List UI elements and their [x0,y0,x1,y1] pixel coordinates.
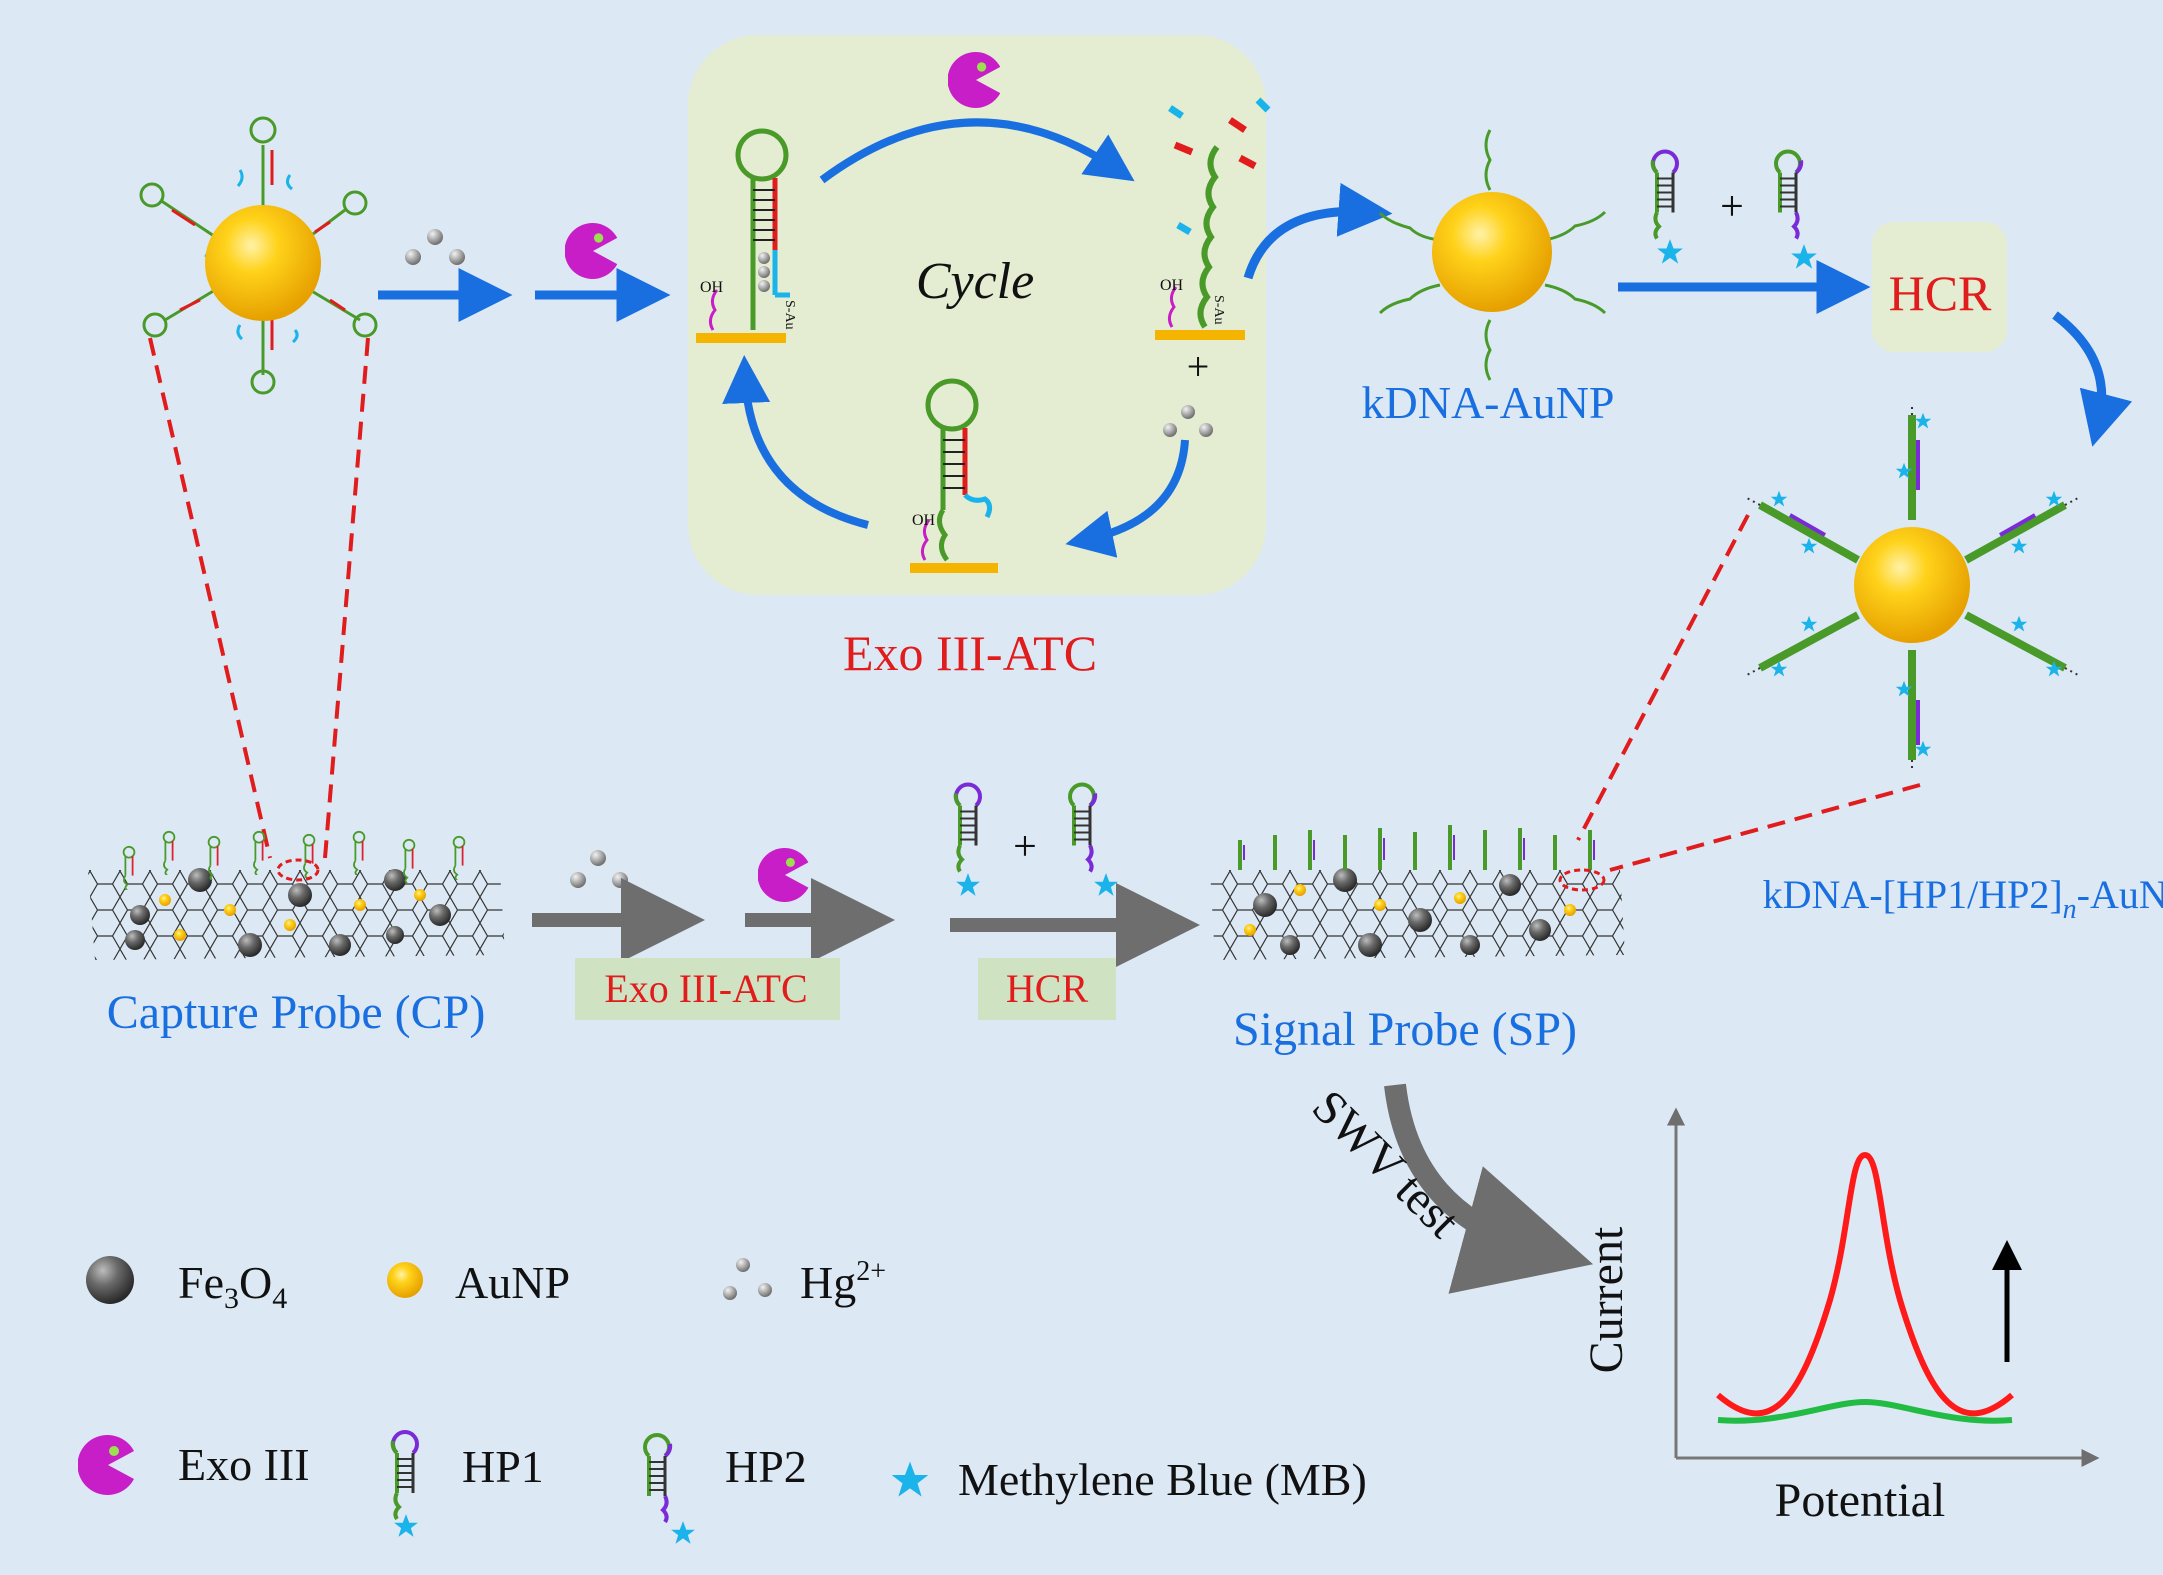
swv-label: SWV test [1302,1080,1470,1248]
legend-hg: Hg2+ [800,1256,886,1308]
legend-fe3o4: Fe3O4 [178,1257,287,1315]
plot-xlabel: Potential [1775,1474,1946,1527]
exo-atc-bottom-label: Exo III-ATC [604,966,807,1011]
methylene-blue-icon-top-2 [1791,244,1817,269]
signal-curve [1716,1151,2014,1417]
exo-iii-icon-top [565,223,618,279]
oh-label-bottom: OH [912,512,936,529]
legend-aunp: AuNP [455,1257,570,1308]
aunp-icon [387,1262,423,1298]
fe3o4-icon [86,1256,134,1304]
methylene-blue-icon-legend [891,1461,929,1497]
hcr-box-top [1872,222,2007,352]
signal-probe-label: Signal Probe (SP) [1233,1003,1577,1056]
sau-label-left: S-Au [782,300,797,330]
legend: Fe3O4 AuNP Hg2+ Exo III HP1 HP2 Methylen… [78,1256,1367,1544]
legend-exo: Exo III [178,1439,310,1490]
exo-iii-icon-bottom [758,848,809,902]
exo-atc-box-bottom [575,958,840,1020]
capture-aunp-cluster [139,116,378,395]
hp1-icon-top [1653,152,1677,239]
methylene-blue-icon-bottom-2 [1094,873,1118,896]
legend-hp1: HP1 [462,1441,544,1492]
sau-label-right: S-Au [1211,295,1226,325]
plot-ylabel: Current [1580,1226,1633,1373]
signal-probe-sheet [1210,825,1625,960]
oh-label-left: OH [700,279,724,296]
methylene-blue-icon-bottom-1 [956,873,980,896]
kdna-aunp-particle [1378,129,1607,381]
plus-bottom: + [1013,824,1037,870]
capture-probe-label: Capture Probe (CP) [107,986,486,1039]
swv-plot: Current Potential [1580,1107,2100,1527]
kdna-aunp-label: kDNA-AuNP [1362,377,1615,428]
exo-atc-cycle-panel: Cycle OH S-Au OH S-Au + OH [688,35,1271,595]
hcr-box-bottom [978,958,1116,1020]
hg-ions-bottom [570,850,628,888]
arrow-hcr-down [2052,311,2133,447]
methylene-blue-icon-top-1 [1657,239,1683,264]
arrow-to-kdna [1243,182,1393,280]
plus-cycle: + [1187,344,1210,389]
exo-iii-icon-legend [78,1435,134,1495]
cycle-label: Cycle [916,253,1034,310]
hg-ions-top [405,229,465,265]
hp1-icon-bottom [956,785,980,872]
cycle-title: Exo III-ATC [843,625,1097,681]
kdna-hp-aunp-label: kDNA-[HP1/HP2]n-AuNP [1763,872,2163,925]
hg-icon [723,1258,772,1300]
plus-top: + [1720,184,1744,230]
legend-mb: Methylene Blue (MB) [958,1454,1367,1505]
legend-hp2: HP2 [725,1441,807,1492]
hp1-icon-legend [393,1432,417,1519]
capture-probe-sheet [88,830,505,960]
hcr-top-label: HCR [1889,265,1992,321]
methylene-blue-icon-legend-hp2 [671,1521,695,1544]
hp2-icon-bottom [1070,785,1095,872]
kdna-hp-aunp-particle [1744,405,2081,770]
oh-label-right: OH [1160,277,1184,294]
swv-arrow [1384,1083,1594,1294]
hp2-icon-legend [645,1435,670,1522]
hcr-bottom-label: HCR [1006,966,1089,1011]
baseline-curve [1717,1398,2013,1424]
hp2-icon-top [1776,152,1801,239]
zoom-lines [148,337,1921,872]
